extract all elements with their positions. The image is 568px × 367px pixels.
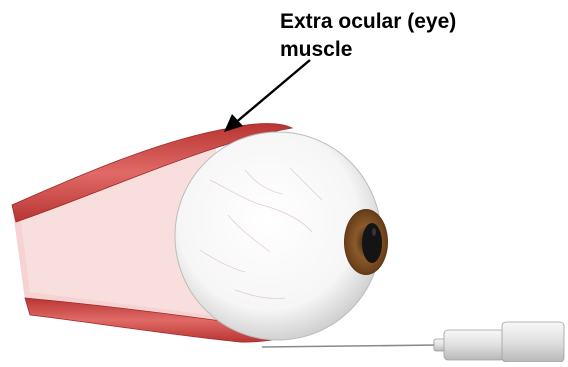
syringe-needle (262, 345, 438, 347)
pupil (362, 223, 382, 263)
annotation-line-2: muscle (280, 36, 540, 64)
iris (344, 209, 388, 275)
annotation-label: Extra ocular (eye) muscle (280, 8, 540, 64)
syringe-barrel (444, 330, 504, 360)
annotation-arrow (224, 60, 310, 132)
annotation-line-1: Extra ocular (eye) (280, 8, 540, 36)
syringe-plunger (502, 322, 564, 362)
